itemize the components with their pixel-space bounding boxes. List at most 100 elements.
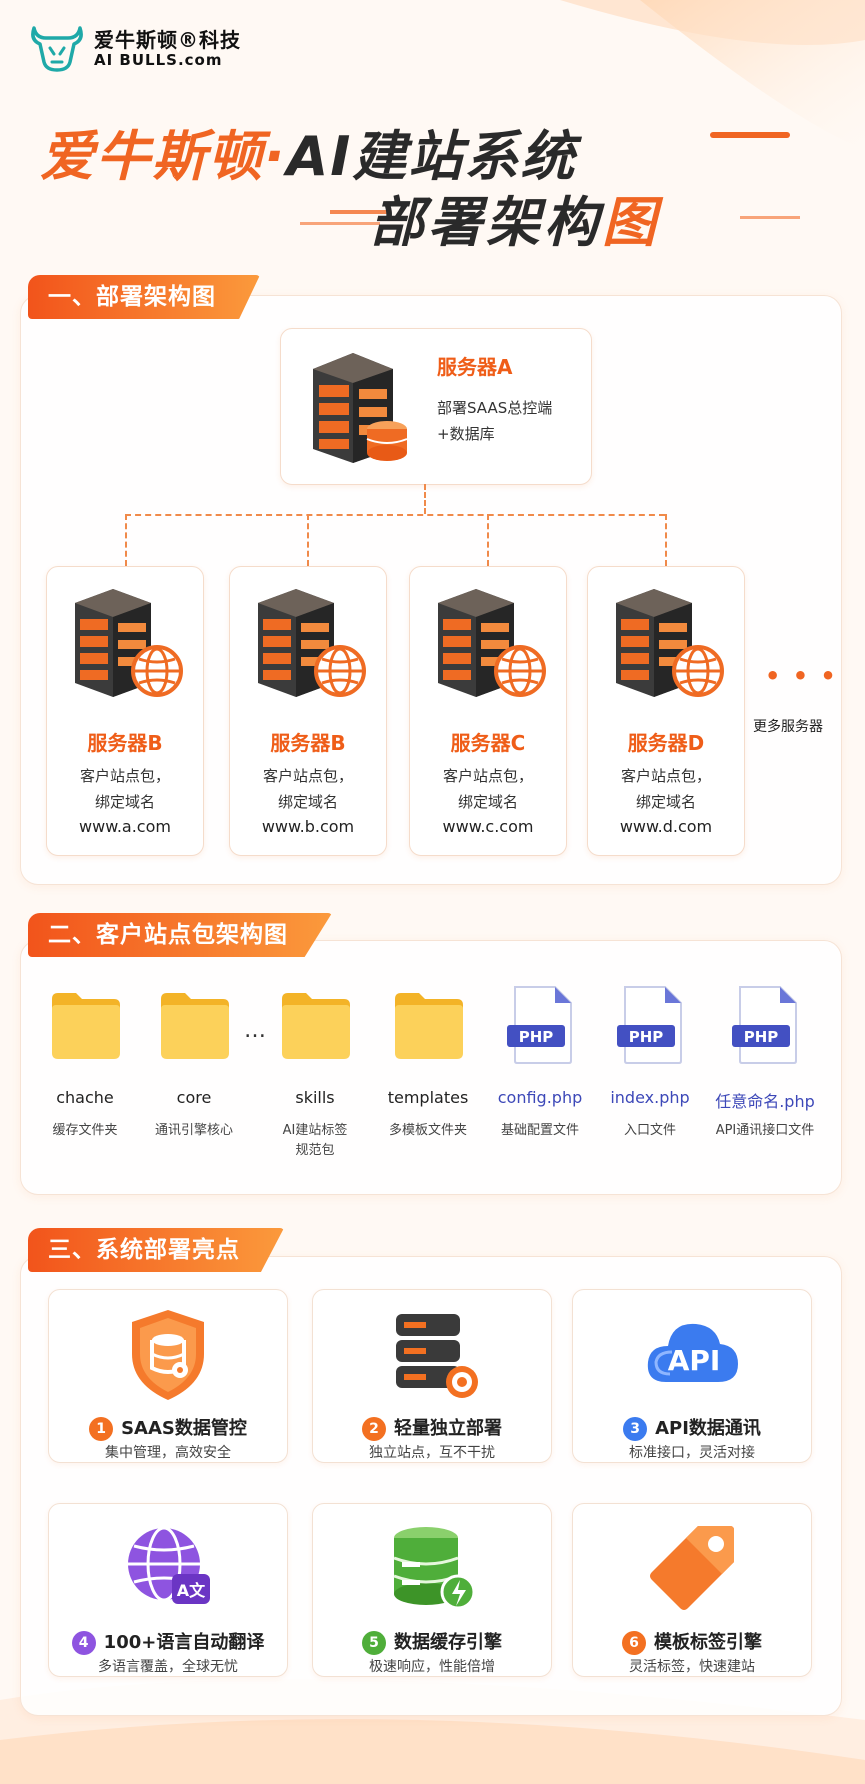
server-desc-2: 绑定域名 (277, 793, 338, 811)
server-gear-icon (382, 1304, 482, 1404)
server-globe-icon (258, 589, 366, 697)
server-domain[interactable]: www.b.com (261, 817, 355, 836)
server-desc-1: 客户站点包， (442, 767, 533, 785)
feature-desc: 集中管理，高效安全 (105, 1445, 231, 1461)
database-lightning-icon (382, 1518, 482, 1618)
title-line2-dark: 部署架构 (370, 191, 602, 254)
brand-name-en: AI BULLS.com (94, 50, 223, 69)
server-card[interactable]: 服务器B 客户站点包， 绑定域名 www.a.com (46, 566, 204, 856)
server-domain[interactable]: www.d.com (619, 817, 713, 836)
title-line1-orange: 爱牛斯顿· (40, 125, 287, 188)
connector-to-c (487, 514, 489, 566)
php-file-icon[interactable]: PHP (730, 985, 802, 1065)
server-a-name: 服务器A (437, 355, 513, 379)
connector-to-b1 (125, 514, 127, 566)
file-desc: API通讯接口文件 (715, 1123, 815, 1138)
feature-desc: 标准接口，灵活对接 (629, 1445, 755, 1461)
feature-number: 3 (623, 1417, 648, 1441)
server-name: 服务器B (87, 731, 163, 755)
feature-number: 1 (89, 1417, 114, 1441)
section3-tab: 三、系统部署亮点 (28, 1228, 284, 1272)
php-badge-text: PHP (519, 1028, 554, 1046)
folder-icon[interactable] (50, 985, 122, 1065)
brand-name-cn: 爱牛斯顿®科技 (94, 27, 241, 52)
feature-number: 6 (622, 1631, 646, 1655)
folder-icon[interactable] (159, 985, 231, 1065)
file-name: chache (56, 1088, 114, 1107)
server-name: 服务器B (270, 731, 346, 755)
server-a-desc-2: +数据库 (437, 425, 495, 443)
feature-number: 4 (71, 1631, 96, 1655)
file-name: index.php (610, 1088, 690, 1107)
server-desc-2: 绑定域名 (635, 793, 696, 811)
folder-ellipsis: … (244, 1018, 266, 1043)
server-card[interactable]: 服务器B 客户站点包， 绑定域名 www.b.com (229, 566, 387, 856)
server-globe-icon (438, 589, 546, 697)
server-desc-2: 绑定域名 (457, 793, 518, 811)
server-name: 服务器D (627, 731, 705, 755)
connector-horizontal (125, 514, 665, 516)
file-name: core (176, 1088, 212, 1107)
title-line-1: 爱牛斯顿·AI建站系统 (40, 112, 820, 191)
file-desc: 多模板文件夹 (388, 1123, 467, 1138)
server-globe-icon (616, 589, 724, 697)
server-name: 服务器C (450, 731, 526, 755)
folder-icon[interactable] (280, 985, 352, 1065)
server-domain[interactable]: www.a.com (79, 817, 171, 836)
title-line2-orange: 图 (602, 191, 660, 254)
file-name: 任意命名.php (715, 1092, 815, 1111)
server-a-desc-1: 部署SAAS总控端 (437, 399, 553, 417)
server-desc-1: 客户站点包， (620, 767, 711, 785)
api-badge-text: API (668, 1344, 721, 1377)
title-line1-dark: AI建站系统 (286, 125, 577, 188)
globe-translate-icon: A文 (118, 1518, 218, 1618)
feature-desc: 灵活标签，快速建站 (629, 1659, 755, 1675)
php-file-icon[interactable]: PHP (505, 985, 577, 1065)
php-badge-text: PHP (629, 1028, 664, 1046)
file-name: config.php (497, 1088, 583, 1107)
server-domain[interactable]: www.c.com (442, 817, 534, 836)
server-card[interactable]: 服务器C 客户站点包， 绑定域名 www.c.com (409, 566, 567, 856)
file-desc: 入口文件 (623, 1123, 676, 1138)
php-file-icon[interactable]: PHP (615, 985, 687, 1065)
file-desc: 基础配置文件 (500, 1123, 579, 1138)
section2-panel (20, 940, 842, 1195)
connector-to-d (665, 514, 667, 566)
server-desc-1: 客户站点包， (79, 767, 170, 785)
file-desc: 通讯引擎核心 (154, 1123, 233, 1138)
folder-icon[interactable] (393, 985, 465, 1065)
page-title: 爱牛斯顿·AI建站系统 部署架构图 (40, 112, 820, 254)
title-line-2: 部署架构图 (370, 178, 660, 257)
brand-logo[interactable]: 爱牛斯顿®科技 AI BULLS.com (30, 24, 241, 74)
tag-icon (642, 1518, 742, 1618)
connector-vertical-main (424, 484, 426, 514)
section1-tab: 一、部署架构图 (28, 275, 260, 319)
file-desc: 缓存文件夹 (52, 1123, 118, 1138)
server-a-card[interactable]: 服务器A 部署SAAS总控端 +数据库 (280, 328, 592, 485)
more-servers-label[interactable]: 更多服务器 (753, 719, 823, 735)
bull-logo-icon (31, 26, 83, 72)
server-globe-icon (75, 589, 183, 697)
file-name: templates (387, 1088, 469, 1107)
server-card[interactable]: 服务器D 客户站点包， 绑定域名 www.d.com (587, 566, 745, 856)
file-name: skills (295, 1088, 335, 1107)
server-database-icon (313, 353, 408, 463)
connector-to-b2 (307, 514, 309, 566)
more-servers-dots: • • • (765, 662, 838, 690)
feature-desc: 极速响应，性能倍增 (369, 1659, 495, 1675)
shield-database-icon (118, 1304, 218, 1404)
file-desc: AI建站标签规范包 (282, 1123, 348, 1159)
server-desc-1: 客户站点包， (262, 767, 353, 785)
server-desc-2: 绑定域名 (94, 793, 155, 811)
